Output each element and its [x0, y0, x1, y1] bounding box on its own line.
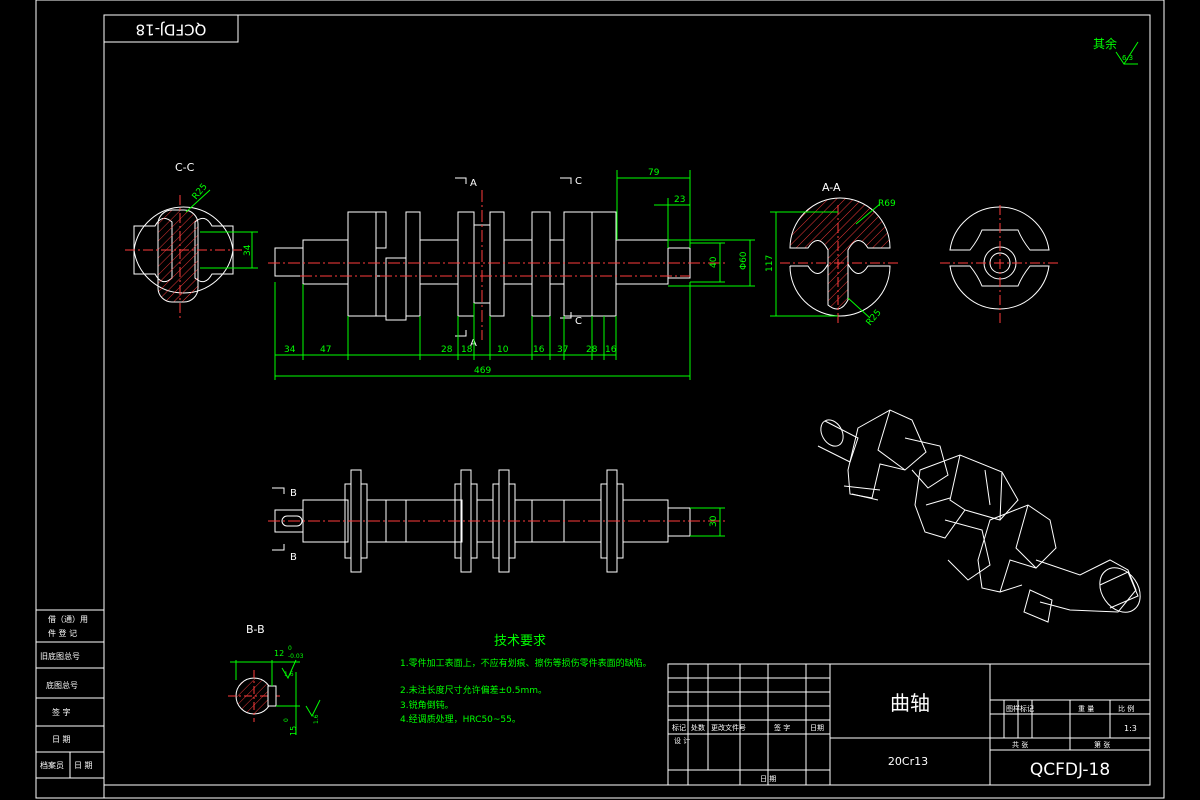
- tb-col-count: 处数: [691, 723, 705, 732]
- dim-23: 23: [674, 195, 685, 205]
- strip-label-8: 日 期: [74, 761, 93, 770]
- tech-req-title: 技术要求: [494, 634, 546, 649]
- tb-stage: 图样标记: [1006, 704, 1034, 713]
- tb-col-mark: 标记: [672, 723, 686, 732]
- dim-total: 469: [474, 366, 491, 376]
- cut-markers-main: [455, 177, 572, 337]
- cut-b-bottom: B: [290, 552, 297, 563]
- strip-label-4: 底图总号: [46, 680, 78, 690]
- dim-bottom-7: 37: [557, 345, 568, 355]
- dim-bb-15-tol: 0: [283, 718, 290, 722]
- strip-label-5: 签 字: [52, 707, 71, 717]
- tb-col-date: 日期: [810, 724, 824, 732]
- tb-col-sign: 签 字: [774, 723, 790, 732]
- tb-scale: 比 例: [1118, 704, 1134, 713]
- dim-bottom-6: 16: [533, 345, 545, 355]
- section-bb-label: B-B: [246, 623, 265, 636]
- dim-bottom-2: 47: [320, 345, 331, 355]
- dim-bb-ra1: 1.6: [284, 671, 294, 678]
- title-block-labels: 标记 处数 更改文件号 签 字 日期 设 计 日 期 图样标记 重 量 比 例 …: [672, 704, 1137, 783]
- part-name: 曲轴: [890, 691, 930, 715]
- cut-c-bottom: C: [575, 316, 582, 327]
- tb-design: 设 计: [674, 736, 690, 745]
- drawing-code-mirrored: QCFDJ-18: [136, 21, 207, 39]
- material: 20Cr13: [888, 755, 928, 768]
- tech-req-item-2: 2.未注长度尺寸允许偏差±0.5mm。: [400, 684, 547, 696]
- tech-req-item-1: 1.零件加工表面上，不应有划痕、擦伤等损伤零件表面的缺陷。: [400, 657, 652, 669]
- strip-label-7: 档案员: [40, 760, 64, 770]
- dim-bottom-4: 18: [461, 345, 473, 355]
- dim-bb-12-tol: 0: [288, 645, 292, 652]
- dim-30: 30: [709, 515, 719, 527]
- tb-weight: 重 量: [1078, 705, 1094, 713]
- tb-col-change: 更改文件号: [711, 723, 746, 732]
- tb-sheet-total: 共 张: [1012, 740, 1028, 749]
- surface-finish-value: 6.3: [1122, 54, 1133, 62]
- cut-c-top: C: [575, 176, 582, 187]
- strip-label-6: 日 期: [52, 735, 71, 744]
- tech-req-item-4: 4.经调质处理，HRC50~55。: [400, 713, 521, 725]
- section-aa-view: [770, 197, 900, 325]
- tb-scale-value: 1:3: [1124, 724, 1137, 733]
- tech-req-item-3: 3.锐角倒钝。: [400, 699, 454, 711]
- left-strip-labels: 借（通）用 件 登 记 旧底图总号 底图总号 签 字 日 期 档案员 日 期: [40, 614, 93, 770]
- cut-b-top: B: [290, 488, 297, 499]
- dim-bb-15: 15: [289, 726, 298, 736]
- main-dimension-text: 79 23 40 Φ60 34 47 28 18 10 16 37 28 16 …: [284, 168, 749, 376]
- section-cc-label: C-C: [175, 161, 195, 174]
- dim-r69: R69: [878, 199, 896, 209]
- dim-phi60: Φ60: [739, 251, 749, 270]
- dim-bottom-9: 16: [605, 345, 617, 355]
- cut-markers-b: [272, 487, 285, 551]
- dim-40: 40: [709, 256, 719, 268]
- dim-79: 79: [648, 168, 660, 178]
- strip-label-3: 旧底图总号: [40, 651, 80, 661]
- tb-sheet-no: 第 张: [1094, 740, 1110, 749]
- drawing-number: QCFDJ-18: [1030, 760, 1110, 780]
- cut-a-top: A: [470, 178, 477, 189]
- surface-finish-symbol: [1115, 41, 1139, 65]
- top-view-dimensions: [690, 507, 725, 537]
- dim-bottom-3: 28: [441, 345, 453, 355]
- dim-117: 117: [765, 255, 775, 272]
- crankshaft-isometric-view: [817, 409, 1141, 623]
- dim-bottom-5: 10: [497, 345, 509, 355]
- bb-dimension-text: 12 0 -0.03 1.6 15 0 1.6: [274, 645, 320, 736]
- dim-bb-ra2: 1.6: [313, 714, 320, 724]
- strip-label-1: 借（通）用: [48, 614, 88, 624]
- title-block: [667, 663, 1151, 786]
- dim-r25-aa: R25: [865, 308, 884, 328]
- section-aa-label: A-A: [822, 181, 841, 194]
- strip-label-2: 件 登 记: [48, 628, 77, 638]
- dim-bb-12: 12: [274, 649, 284, 658]
- section-bb-view: [228, 659, 321, 735]
- dim-bottom-8: 28: [586, 345, 598, 355]
- dim-bottom-1: 34: [284, 345, 296, 355]
- tb-date: 日 期: [760, 775, 776, 783]
- surface-finish-label: 其余: [1093, 36, 1117, 51]
- dim-bb-12-tol2: -0.03: [288, 653, 304, 660]
- main-dimension-lines: [274, 170, 755, 380]
- section-cc-view: [125, 189, 258, 318]
- drawing-border: [35, 0, 1165, 799]
- left-strip-table: [35, 609, 105, 799]
- end-view: [940, 205, 1060, 325]
- dim-r25-cc: R25: [191, 182, 210, 202]
- dim-34-cc: 34: [243, 244, 253, 256]
- tech-req-list: 1.零件加工表面上，不应有划痕、擦伤等损伤零件表面的缺陷。 2.未注长度尺寸允许…: [400, 657, 652, 725]
